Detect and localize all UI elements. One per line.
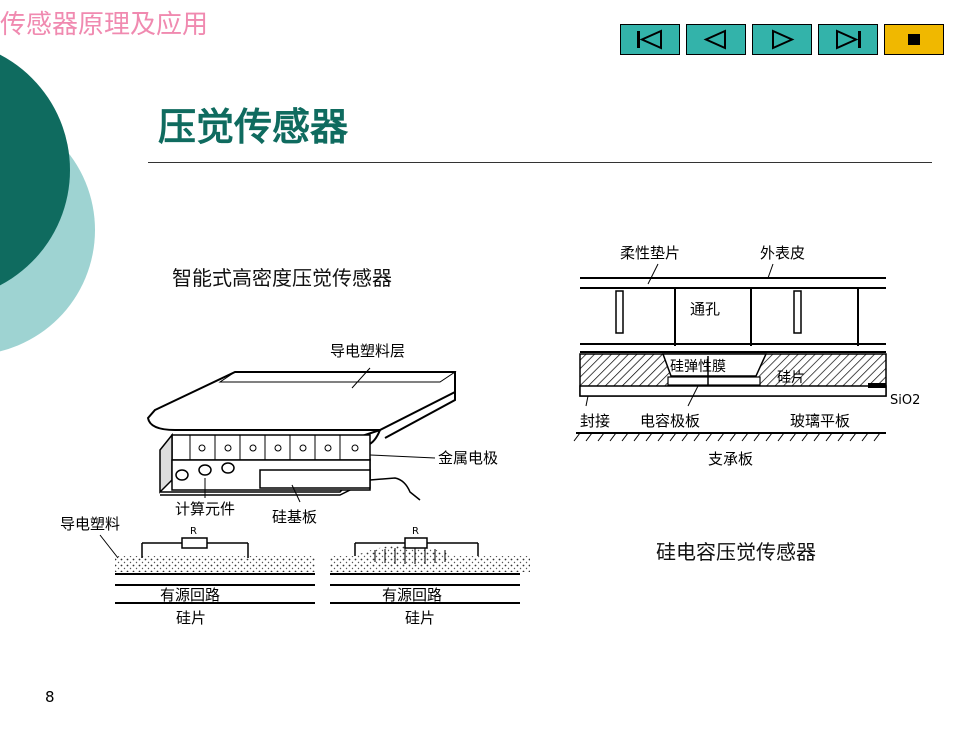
next-icon — [772, 29, 795, 50]
label-computing-element: 计算元件 — [175, 500, 235, 518]
decorative-circles — [0, 54, 95, 352]
prev-icon — [703, 29, 726, 50]
label-sealing: 封接 — [580, 412, 610, 430]
left-caption: 智能式高密度压觉传感器 — [172, 266, 392, 290]
first-icon — [637, 29, 662, 50]
page-number: 8 — [45, 688, 55, 706]
course-title: 传感器原理及应用 — [0, 10, 209, 40]
next-slide-button[interactable] — [752, 24, 812, 55]
label-silicon-chip-left: 硅片 — [176, 609, 206, 627]
stop-button[interactable] — [884, 24, 944, 55]
label-outer-skin: 外表皮 — [760, 244, 805, 262]
label-through-hole: 通孔 — [690, 300, 720, 318]
label-conductive-plastic-layer: 导电塑料层 — [330, 342, 405, 360]
label-r-left: R — [190, 526, 197, 537]
label-conductive-plastic: 导电塑料 — [60, 515, 120, 533]
label-active-circuit-right: 有源回路 — [382, 586, 442, 604]
slide-title: 压觉传感器 — [158, 104, 349, 149]
label-flexible-pad: 柔性垫片 — [620, 244, 680, 262]
stop-icon — [908, 34, 920, 45]
label-silicon-substrate: 硅基板 — [272, 508, 317, 526]
label-silicon-chip-right: 硅片 — [405, 609, 435, 627]
label-glass-plate: 玻璃平板 — [790, 412, 850, 430]
title-divider — [148, 162, 932, 163]
label-support-plate: 支承板 — [708, 450, 753, 468]
last-slide-button[interactable] — [818, 24, 878, 55]
label-metal-electrode: 金属电极 — [438, 449, 498, 467]
label-silicon-chip: 硅片 — [777, 370, 805, 386]
label-capacitor-plate: 电容极板 — [640, 412, 700, 430]
label-sio2: SiO2 — [890, 393, 920, 408]
prev-slide-button[interactable] — [686, 24, 746, 55]
right-caption: 硅电容压觉传感器 — [656, 540, 816, 564]
last-icon — [836, 29, 861, 50]
smart-pressure-sensor-diagram: 导电塑料层 金属电极 计算元件 硅基板 导电塑料 R 有源回路 硅片 R 有源回… — [60, 342, 530, 627]
first-slide-button[interactable] — [620, 24, 680, 55]
label-silicon-membrane: 硅弹性膜 — [670, 359, 726, 375]
silicon-capacitive-sensor-diagram: 柔性垫片 外表皮 通孔 硅弹性膜 硅片 SiO2 封接 电容极板 玻璃平板 支承… — [573, 244, 920, 468]
label-active-circuit-left: 有源回路 — [160, 586, 220, 604]
label-r-right: R — [412, 526, 419, 537]
